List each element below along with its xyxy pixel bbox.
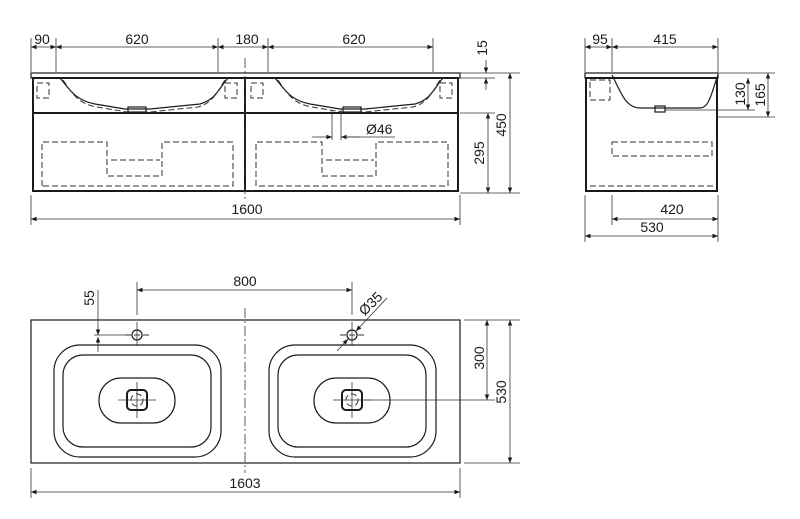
dim-drain-46: Ø46 [366, 121, 393, 137]
drawer-internals [36, 82, 453, 187]
dim-450: 450 [493, 113, 509, 137]
dim-295: 295 [471, 141, 487, 165]
dim-130: 130 [732, 82, 748, 106]
dim-90: 90 [34, 31, 50, 47]
side-view: 95 415 130 165 420 530 [584, 31, 775, 242]
top-view: 800 55 Ø35 300 530 1603 [30, 273, 520, 498]
dim-530-side: 530 [640, 219, 664, 235]
basin-profile-left [59, 77, 229, 113]
dim-1603: 1603 [229, 475, 260, 491]
front-view: 90 620 180 620 15 295 450 Ø46 1600 [30, 31, 520, 225]
dim-800: 800 [233, 273, 257, 289]
dim-55: 55 [81, 290, 97, 306]
dim-1600: 1600 [231, 201, 262, 217]
basin-right [268, 322, 437, 458]
dim-300: 300 [471, 346, 487, 370]
dim-530-top: 530 [493, 380, 509, 404]
dim-415: 415 [653, 31, 677, 47]
dim-165: 165 [752, 83, 768, 107]
dim-95: 95 [592, 31, 608, 47]
dim-620-left: 620 [125, 31, 149, 47]
dim-15: 15 [474, 40, 490, 56]
dim-620-right: 620 [342, 31, 366, 47]
dim-420: 420 [660, 201, 684, 217]
dim-tap-hole-35: Ø35 [355, 288, 385, 318]
basin-left [53, 322, 222, 458]
dim-180: 180 [235, 31, 259, 47]
basin-profile-right [274, 77, 444, 113]
